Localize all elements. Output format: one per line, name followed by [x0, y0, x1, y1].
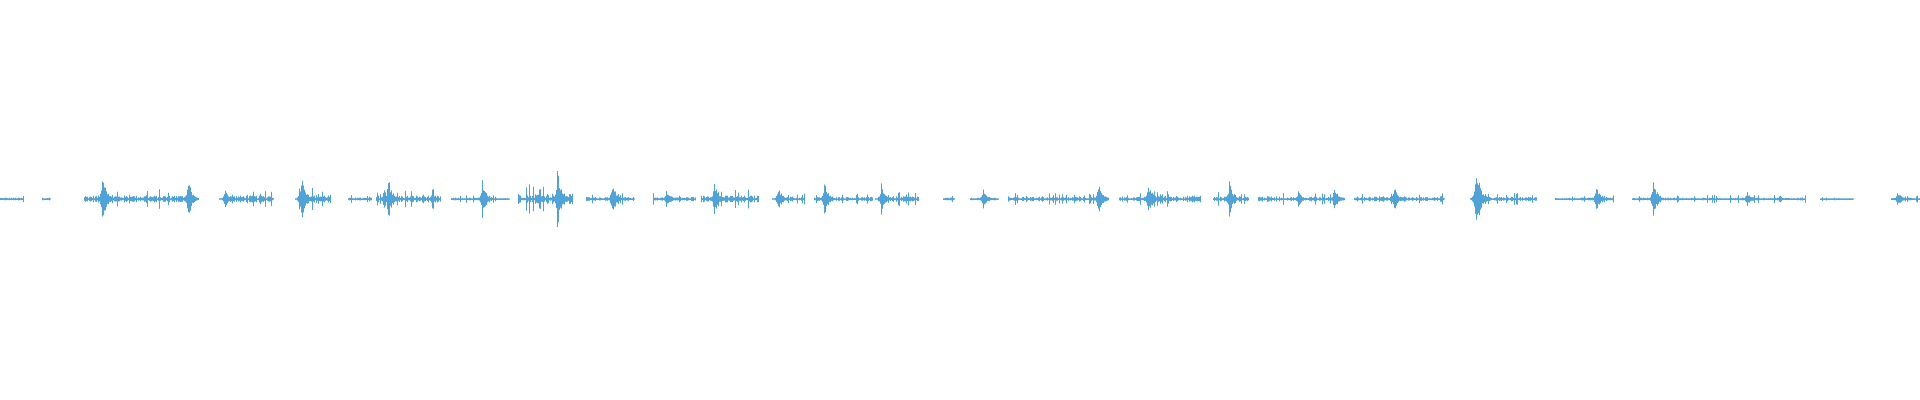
waveform-spike	[96, 181, 113, 217]
waveform-spike	[818, 184, 835, 214]
waveform-spike	[708, 183, 725, 215]
waveform-spike-path	[382, 182, 399, 216]
waveform-spike-path	[606, 188, 623, 210]
waveform-spike-path	[551, 171, 568, 227]
waveform-spike-path	[708, 183, 725, 215]
waveform-spike	[1590, 189, 1607, 209]
waveform-spike-path	[772, 190, 789, 208]
waveform-spike-path	[1891, 193, 1908, 205]
waveform-spike-path	[1142, 187, 1159, 211]
waveform-spike	[1328, 189, 1345, 209]
waveform-spike	[219, 190, 236, 208]
waveform-spike-path	[1328, 189, 1345, 209]
waveform-segment	[1008, 193, 1095, 205]
waveform-layer	[0, 171, 1920, 227]
waveform-spike-path	[1223, 181, 1240, 217]
waveform-spike-path	[96, 181, 113, 217]
waveform-spike	[1223, 181, 1240, 217]
waveform-spike	[295, 180, 312, 218]
waveform-segment	[1258, 196, 1282, 202]
waveform-spike-path	[875, 183, 892, 215]
waveform-spike	[1647, 182, 1664, 216]
waveform-spike-path	[1388, 189, 1405, 209]
waveform-spike-path	[219, 190, 236, 208]
waveform-spike-path	[476, 180, 493, 218]
waveform-spike-path	[1092, 186, 1109, 212]
waveform-spike	[1891, 193, 1908, 205]
waveform-spike	[1741, 192, 1758, 206]
waveform-spike-path	[818, 184, 835, 214]
waveform-segment	[1820, 197, 1854, 201]
waveform-spike	[1470, 178, 1487, 220]
waveform-segment	[42, 197, 51, 201]
waveform-spike	[476, 180, 493, 218]
waveform-spike-path	[660, 191, 677, 207]
waveform-spike-path	[1470, 178, 1487, 220]
waveform-segment	[0, 196, 24, 202]
waveform-spike-path	[1292, 191, 1309, 207]
waveform-spike-path	[977, 189, 994, 209]
waveform-segment	[943, 195, 955, 203]
waveform-spike	[382, 182, 399, 216]
waveform-segment	[1354, 193, 1393, 205]
waveform-spike	[772, 190, 789, 208]
waveform-spike	[182, 185, 199, 213]
waveform-spike	[1092, 186, 1109, 212]
waveform-spike-path	[182, 185, 199, 213]
waveform-spike-path	[1741, 192, 1758, 206]
waveform-segment	[348, 195, 372, 203]
waveform-spike	[1142, 187, 1159, 211]
waveform-spike	[1388, 189, 1405, 209]
waveform-spike	[660, 191, 677, 207]
waveform-spike-path	[295, 180, 312, 218]
waveform-spike	[875, 183, 892, 215]
waveform-segment	[230, 191, 274, 207]
waveform-spike-path	[1590, 189, 1607, 209]
waveform-spike	[551, 171, 568, 227]
waveform-spike	[606, 188, 623, 210]
waveform-spike-path	[1647, 182, 1664, 216]
waveform-spike	[1292, 191, 1309, 207]
waveform-spike	[977, 189, 994, 209]
